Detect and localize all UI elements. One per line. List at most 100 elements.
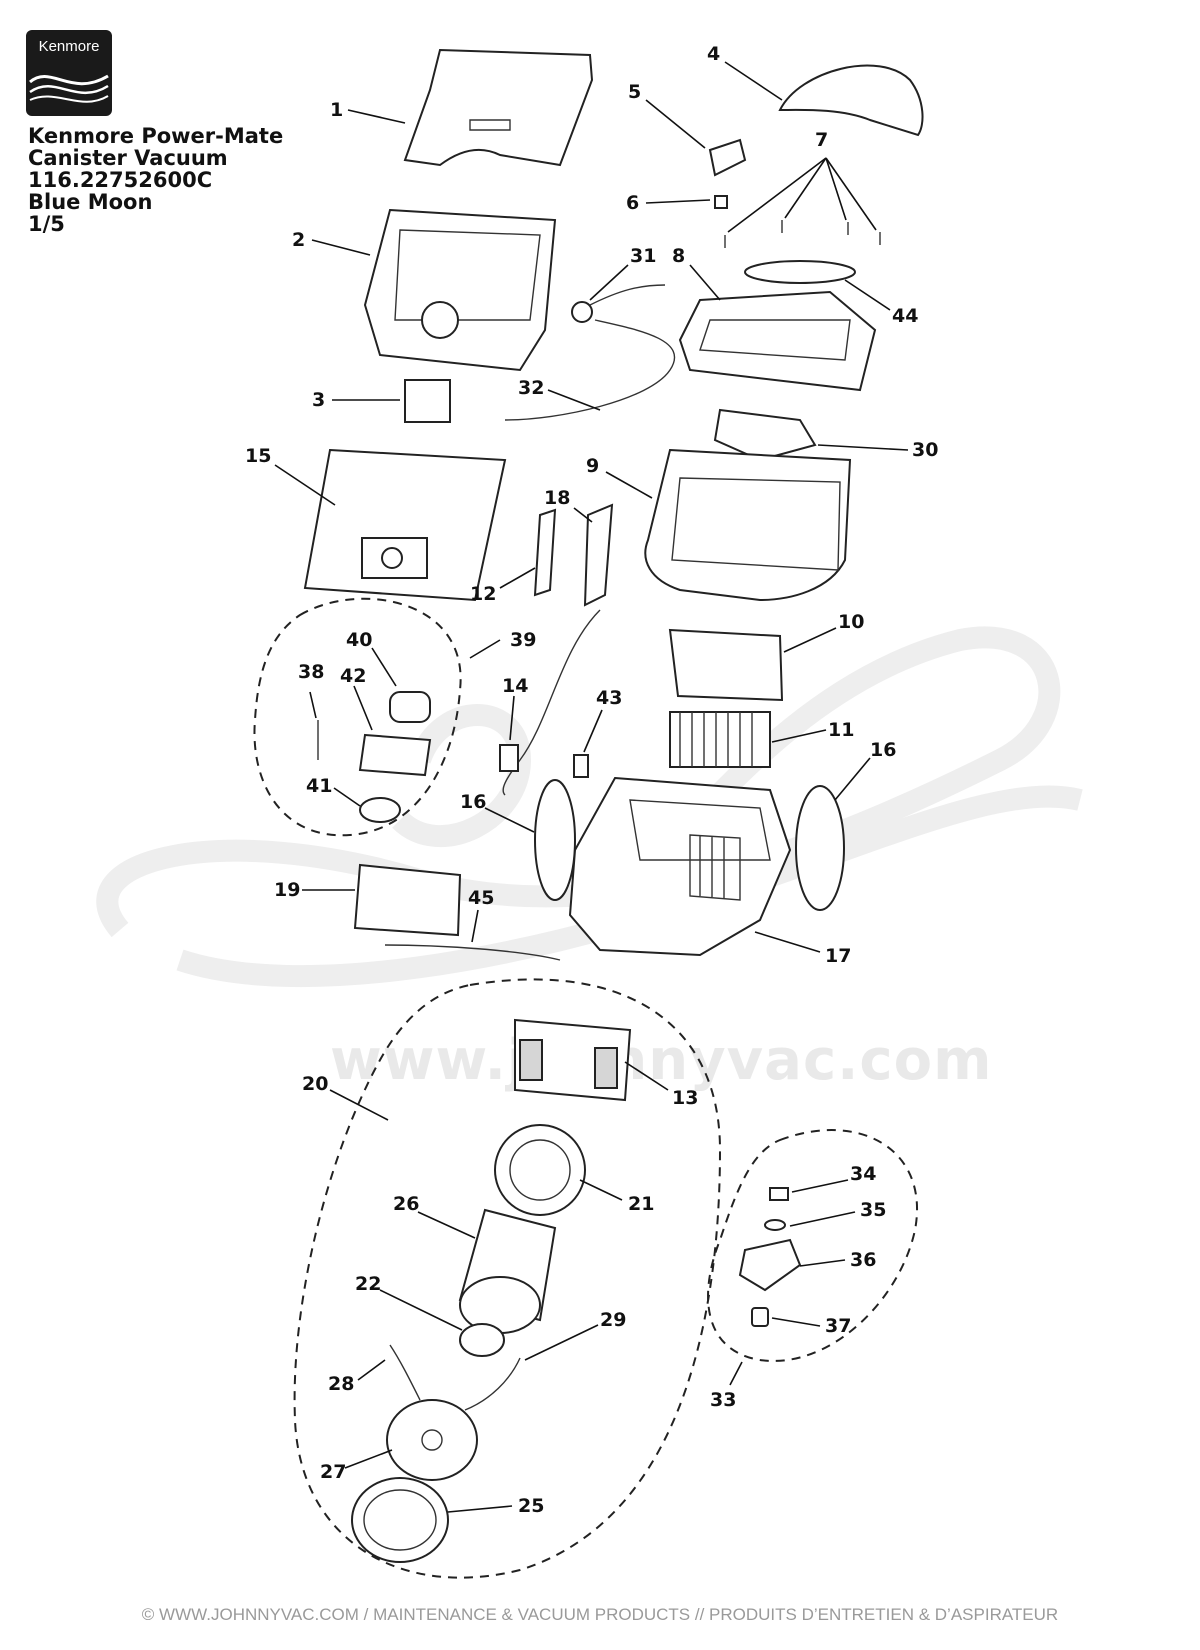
callout-44: 44 (844, 279, 918, 327)
part-16-wheel-left (534, 779, 576, 901)
callout-43: 43 (583, 687, 622, 753)
callout-label: 36 (850, 1249, 876, 1271)
callout-label: 43 (596, 687, 622, 709)
callout-label: 18 (544, 487, 570, 509)
callout-label: 2 (292, 229, 305, 251)
callout-label: 31 (630, 245, 656, 267)
group-outline-33 (707, 1129, 918, 1362)
callout-3: 3 (312, 389, 400, 411)
header-line-model-name: Kenmore Power-Mate (28, 124, 284, 148)
callout-36: 36 (799, 1249, 876, 1271)
callout-label: 27 (320, 1461, 346, 1483)
callout-label: 8 (672, 245, 685, 267)
part-1-top-cover (403, 48, 594, 167)
part-28-wire (389, 1344, 421, 1401)
callout-22: 22 (355, 1273, 463, 1331)
callout-label: 32 (518, 377, 544, 399)
callout-label: 41 (306, 775, 332, 797)
logo-brand-text: Kenmore (38, 38, 100, 55)
callout-10: 10 (783, 611, 864, 653)
part-10-filter-holder (668, 628, 784, 702)
part-31-switch (571, 301, 593, 323)
callout-label: 33 (710, 1389, 736, 1411)
callout-28: 28 (328, 1359, 386, 1395)
callout-32: 32 (518, 377, 601, 411)
callout-25: 25 (447, 1495, 544, 1517)
group-outline-39 (253, 597, 462, 837)
part-31-wire (589, 284, 666, 306)
callout-20: 20 (302, 1073, 389, 1121)
callout-4: 4 (707, 43, 783, 101)
callout-41: 41 (306, 775, 361, 807)
part-42-bag-frame (358, 733, 432, 777)
callout-label: 6 (626, 192, 639, 214)
part-19-foam-filter (353, 863, 462, 937)
part-34-clip (769, 1187, 789, 1201)
callout-45: 45 (468, 887, 494, 943)
part-14-cord (502, 609, 601, 796)
callout-8: 8 (672, 245, 721, 301)
callout-17: 17 (754, 931, 851, 967)
callout-label: 9 (586, 455, 599, 477)
callout-label: 22 (355, 1273, 381, 1295)
callout-19: 19 (274, 879, 355, 901)
callout-16a: 16 (460, 791, 535, 833)
callout-label: 16 (870, 739, 896, 761)
part-7-screws (724, 220, 881, 248)
part-26-motor (458, 1208, 557, 1334)
part-17-base-chassis (568, 776, 792, 957)
header-line-color: Blue Moon (28, 190, 153, 214)
part-43-fuse (573, 754, 589, 778)
part-36-swivel (738, 1238, 802, 1292)
callout-label: 28 (328, 1373, 354, 1395)
callout-label: 39 (510, 629, 536, 651)
part-9-bag-housing (644, 448, 852, 602)
group-outline-20 (293, 978, 722, 1579)
part-21-motor-housing (494, 1124, 586, 1216)
header-line-model-number: 116.22752600C (28, 168, 213, 192)
part-18-pre-filter (583, 503, 614, 607)
callout-label: 14 (502, 675, 528, 697)
callout-label: 21 (628, 1193, 654, 1215)
callout-label: 13 (672, 1087, 698, 1109)
callout-6: 6 (626, 192, 711, 214)
header-line-page: 1/5 (28, 212, 65, 236)
logo-swoosh-icon (29, 74, 109, 103)
part-15-dust-bag (303, 448, 507, 602)
callout-21: 21 (579, 1179, 654, 1215)
part-41-seal (359, 797, 401, 823)
callout-16b: 16 (834, 739, 896, 801)
callout-1: 1 (330, 99, 406, 124)
part-44-gasket (744, 260, 856, 284)
part-45-wire (384, 944, 561, 961)
callout-label: 34 (850, 1163, 876, 1185)
callout-35: 35 (789, 1199, 886, 1227)
callout-label: 10 (838, 611, 864, 633)
callout-40: 40 (346, 629, 397, 687)
part-40-bag-holder (389, 691, 431, 723)
callout-14: 14 (502, 675, 528, 741)
callout-33: 33 (710, 1361, 743, 1411)
callout-label: 19 (274, 879, 300, 901)
callout-27: 27 (320, 1449, 393, 1483)
part-8-upper-housing (678, 290, 877, 392)
callout-12: 12 (470, 567, 536, 605)
callout-label: 40 (346, 629, 372, 651)
callout-18: 18 (544, 487, 593, 523)
callout-9: 9 (586, 455, 653, 499)
part-14-plug (499, 744, 519, 772)
callout-26: 26 (393, 1193, 476, 1239)
callout-15: 15 (245, 445, 336, 506)
callout-7: 7 (727, 129, 877, 233)
callout-34: 34 (791, 1163, 876, 1193)
callout-label: 15 (245, 445, 271, 467)
callout-label: 16 (460, 791, 486, 813)
callout-label: 7 (815, 129, 828, 151)
watermark-url: www.johnnyvac.com (330, 1028, 993, 1093)
callout-31: 31 (589, 245, 656, 301)
callout-label: 42 (340, 665, 366, 687)
part-30-actuator (713, 408, 817, 462)
header-line-product-type: Canister Vacuum (28, 146, 228, 170)
part-35-washer (764, 1219, 786, 1231)
